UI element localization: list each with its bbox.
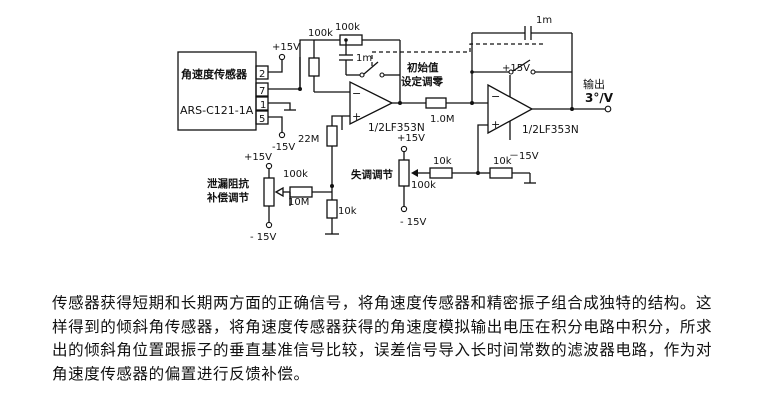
pin-2-label: 2 (259, 69, 265, 80)
r-10k-offset-label: 10k (433, 156, 452, 167)
r-10k-ref-label: 10k (493, 156, 512, 167)
opamp-1: − + 1/2LF353N (313, 80, 425, 134)
sensor-signal-wire (268, 39, 314, 91)
r-100k-input-label: 100k (308, 28, 333, 39)
r-100k-offset-label: 100k (411, 180, 436, 191)
figure-caption: 传感器获得短期和长期两方面的正确信号，将角速度传感器和精密振子组合成独特的结构。… (52, 294, 713, 383)
sensor-minus15v-label: -15V (272, 142, 295, 153)
leakage-label-1: 泄漏阻抗 (207, 177, 249, 190)
sensor-plus15v-label: +15V (272, 42, 300, 53)
comp-plus15v-label: +15V (244, 152, 272, 163)
switch-linkage-dashed (371, 43, 545, 66)
comp-minus15v-label: - 15V (250, 232, 277, 243)
r-100k-comp-label: 100k (283, 169, 308, 180)
opamp-1-label: 1/2LF353N (368, 122, 425, 134)
stage-interconnect: 1.0M 初始值 设定调零 (400, 61, 488, 125)
offset-minus15v-label: - 15V (400, 217, 427, 228)
output-scale-label: 3°/V (585, 91, 614, 105)
svg-text:+: + (491, 118, 500, 131)
c-1m-b-label: 1m (536, 15, 552, 26)
init-label: 初始值 (407, 61, 439, 74)
sensor-model-label: ARS-C121-1A (180, 104, 254, 117)
r-1m-label: 1.0M (430, 114, 455, 125)
pin-5-label: 5 (259, 114, 265, 125)
circuit-schematic: 角速度传感器 ARS-C121-1A 2 7 1 5 +15V -15V 100… (177, 15, 614, 243)
svg-text:+: + (352, 110, 361, 123)
opamp-2: − + 输出 3°/V +15V －15V 1/2LF353N (487, 63, 614, 162)
sensor-supply-wiring: +15V -15V (268, 42, 300, 153)
sensor-name-label: 角速度传感器 (181, 67, 248, 81)
pin-1-label: 1 (260, 100, 266, 111)
opamp-2-minus15v-label: －15V (509, 151, 539, 162)
integrator-2-feedback: 1m (470, 15, 573, 104)
r-22m-label: 22M (298, 134, 319, 145)
offset-label: 失调调节 (351, 168, 393, 181)
r-10m-label: 10M (288, 197, 309, 208)
offset-plus15v-label: +15V (397, 133, 425, 144)
offset-adjust: +15V - 15V 失调调节 100k 10k 10k (351, 124, 536, 228)
c-1m-a-label: 1m (356, 53, 372, 64)
integrator-feedback: 100k 1m (314, 22, 401, 102)
leakage-compensation: +15V - 15V 泄漏阻抗 补偿调节 100k 10M 10k (206, 152, 357, 243)
resistor-100k-input: 100k (308, 28, 333, 85)
pin-7-label: 7 (259, 86, 265, 97)
opamp-2-label: 1/2LF353N (522, 124, 579, 136)
r-10k-comp-label: 10k (338, 206, 357, 217)
r-100k-feedback-label: 100k (335, 22, 360, 33)
svg-text:−: − (352, 87, 361, 100)
svg-text:−: − (491, 90, 500, 103)
leakage-label-2: 补偿调节 (206, 191, 249, 204)
output-label: 输出 (583, 77, 605, 91)
opamp-2-plus15v-label: +15V (502, 63, 530, 74)
sensor-module: 角速度传感器 ARS-C121-1A 2 7 1 5 (177, 51, 269, 131)
set-zero-label: 设定调零 (401, 75, 443, 88)
